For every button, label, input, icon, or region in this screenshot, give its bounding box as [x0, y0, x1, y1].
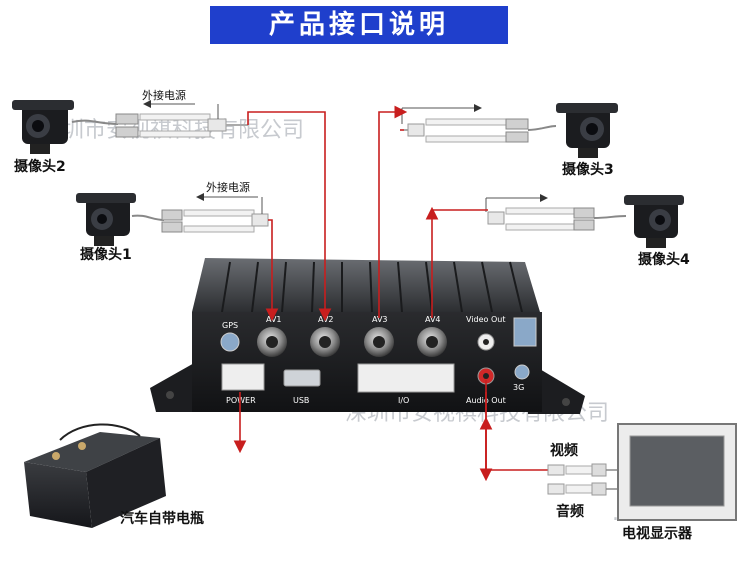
camera-3-icon — [556, 103, 618, 158]
g3-port — [513, 317, 537, 347]
port-usb-label: USB — [293, 396, 309, 405]
ext-power-label-top: 外接电源 — [142, 88, 186, 102]
port-av4-label: AV4 — [425, 315, 441, 324]
port-video-out-label: Video Out — [466, 315, 505, 324]
port-av1-label: AV1 — [266, 315, 282, 324]
camera-2-cable — [71, 100, 248, 138]
car-battery-icon — [24, 423, 166, 528]
usb-port — [283, 369, 321, 387]
port-av3-label: AV3 — [372, 315, 388, 324]
camera-1-icon — [76, 193, 136, 246]
port-gps-label: GPS — [222, 321, 238, 330]
port-3g-label: 3G — [513, 383, 524, 392]
io-port — [357, 363, 455, 393]
camera-4-icon — [624, 195, 684, 248]
battery-label: 汽车自带电瓶 — [120, 510, 204, 527]
camera-3-cable — [401, 104, 557, 143]
camera-2-label: 摄像头2 — [14, 158, 66, 175]
tv-label: 电视显示器 — [622, 525, 693, 542]
camera-4-label: 摄像头4 — [638, 251, 690, 268]
camera-1-label: 摄像头1 — [80, 246, 132, 263]
port-power-label: POWER — [226, 396, 256, 405]
camera-3-label: 摄像头3 — [562, 161, 614, 178]
video-label: 视频 — [550, 442, 578, 459]
power-port — [221, 363, 265, 391]
gps-port — [220, 332, 240, 352]
camera-4-cable — [485, 194, 627, 231]
rca-cables — [547, 463, 620, 496]
audio-label: 音频 — [556, 503, 584, 520]
port-io-label: I/O — [398, 396, 409, 405]
tv-monitor-icon — [617, 423, 737, 521]
camera-1-cable — [131, 193, 269, 233]
ext-power-label-mid: 外接电源 — [206, 180, 250, 194]
connection-wires — [233, 105, 548, 482]
page-title: 产品接口说明 — [210, 6, 508, 44]
camera-2-icon — [12, 100, 74, 154]
dvr-unit: GPS AV1 AV2 AV3 AV4 Video Out Audio Out — [150, 258, 585, 414]
